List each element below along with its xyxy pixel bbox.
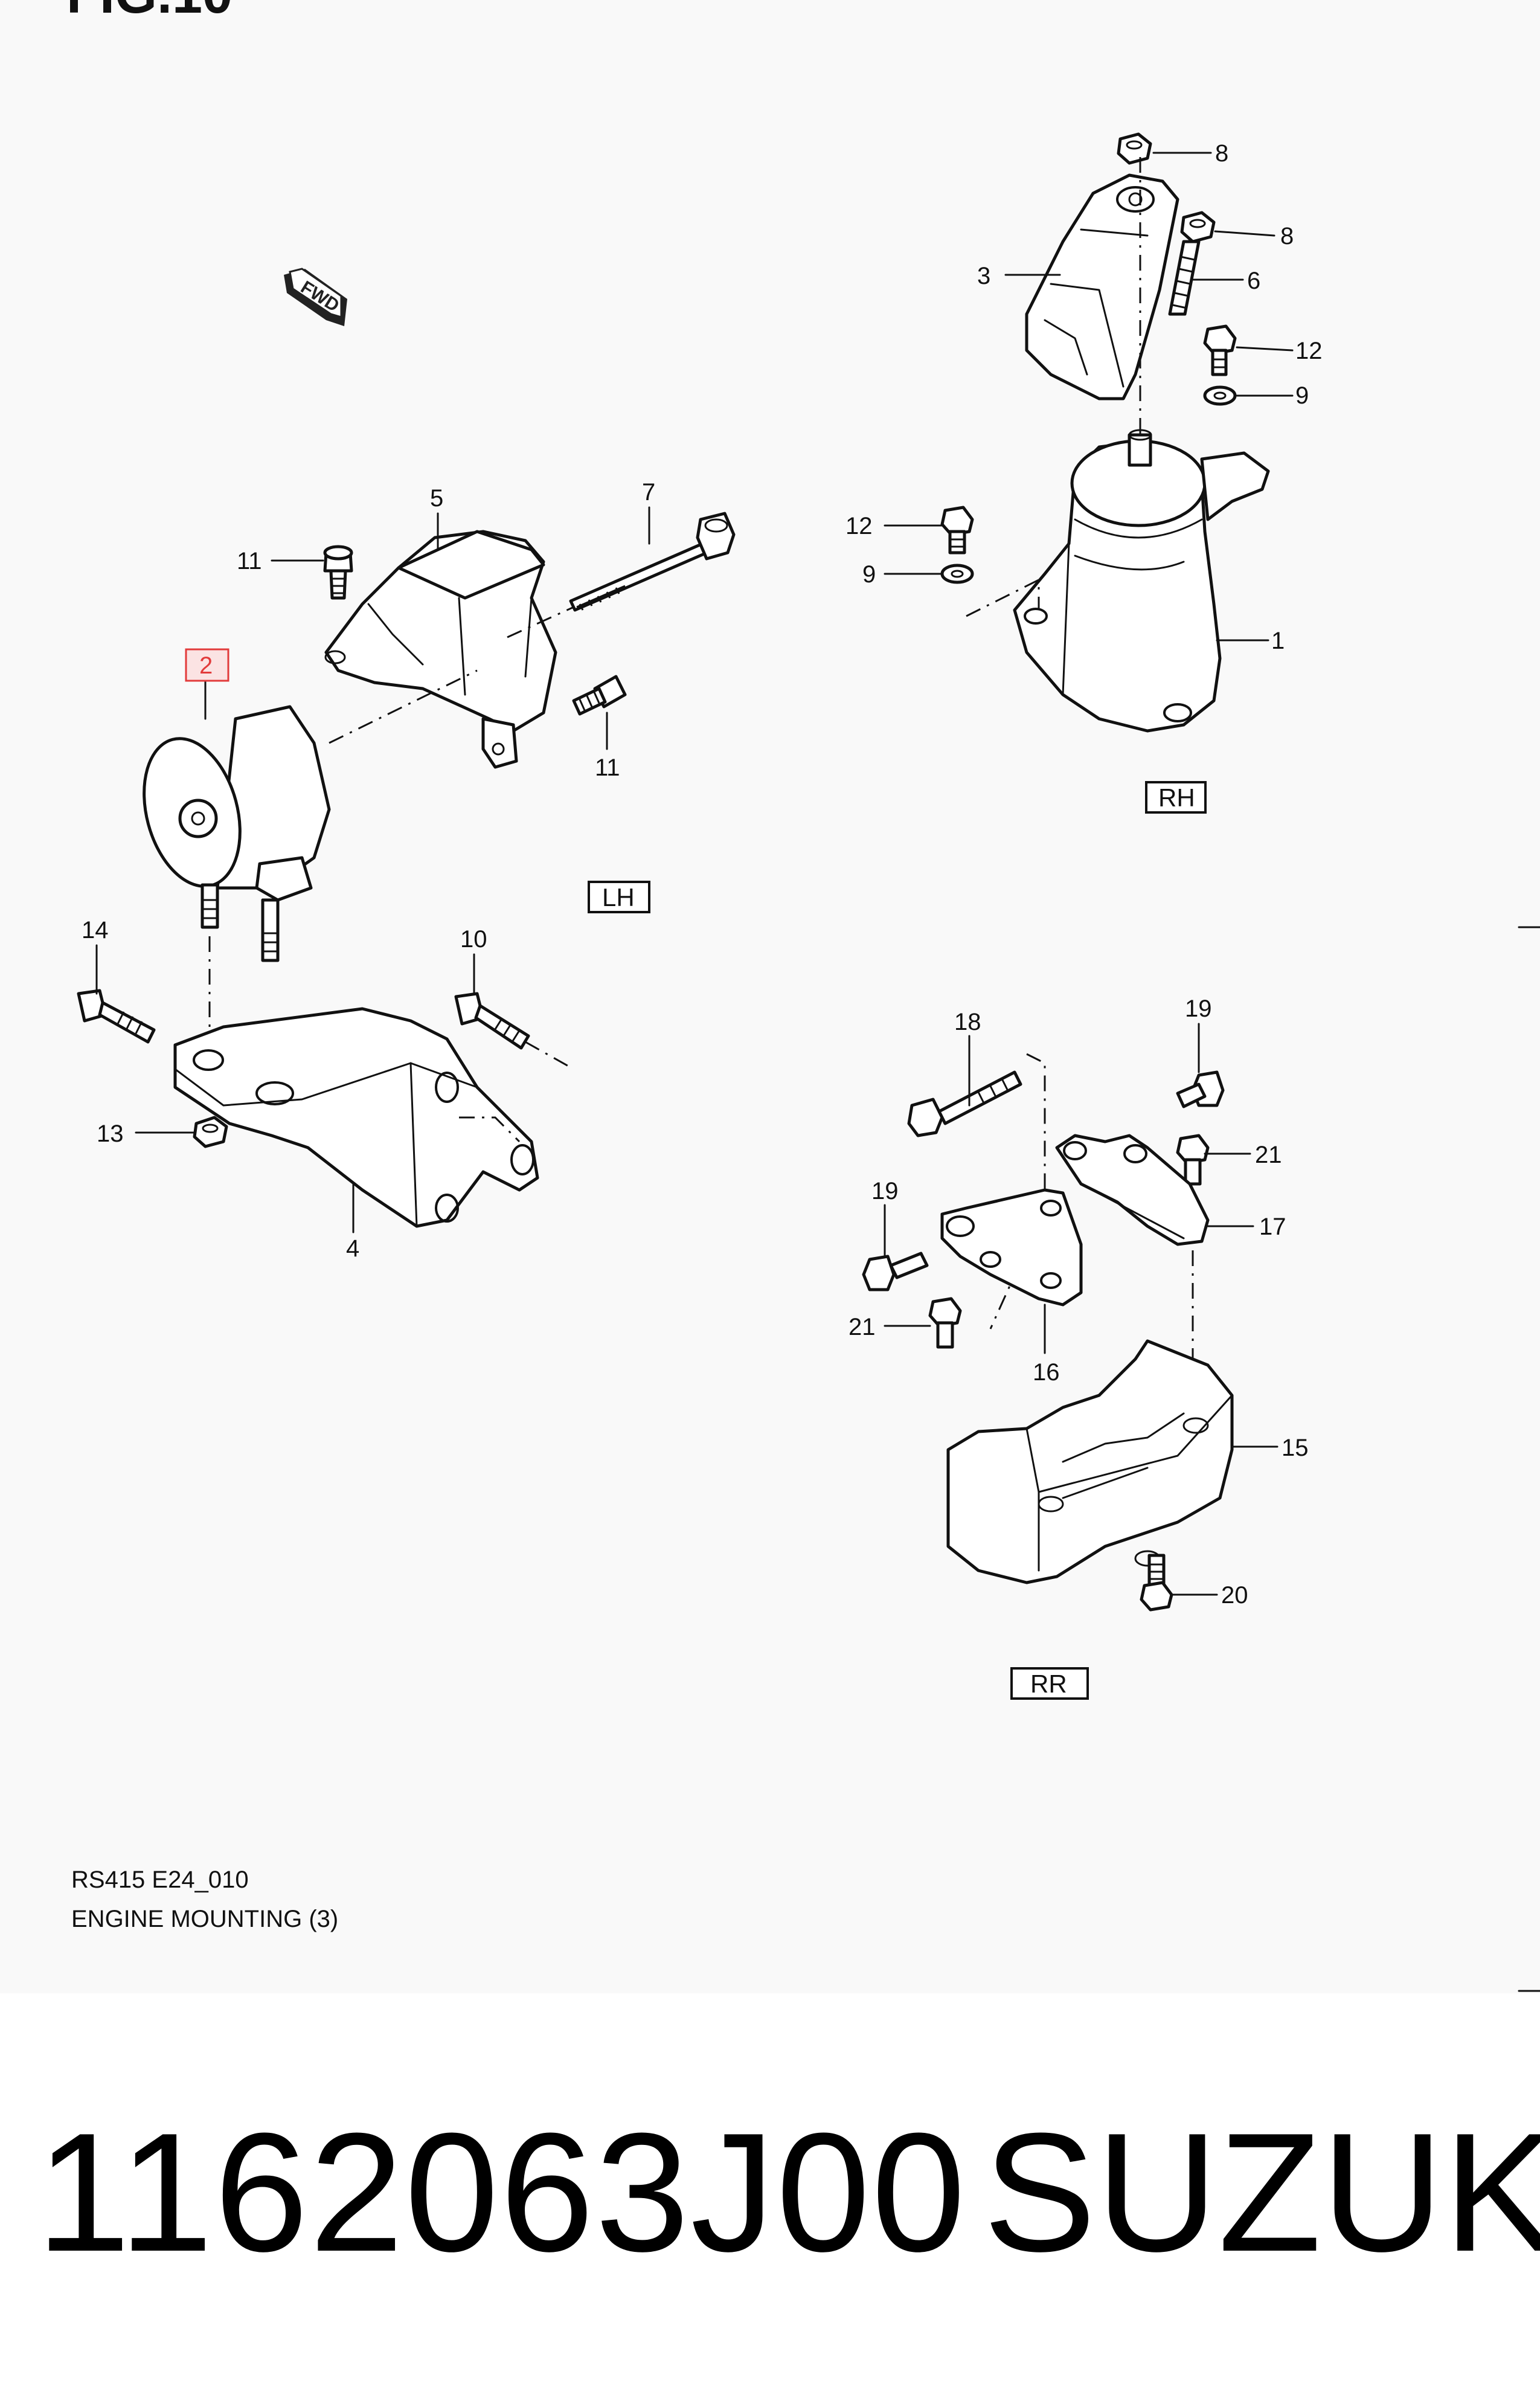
part-21-bolt-lower [928,1297,962,1349]
callout-11-upper: 11 [237,548,262,574]
callout-9-lh: 9 [862,561,876,588]
exploded-parts-diagram: FWD [77,132,1540,1992]
part-1-engine-mount [1013,429,1270,733]
callout-17: 17 [1259,1214,1286,1240]
figure-title: FIG.10 [66,0,233,26]
section-label-rh: RH [1145,781,1207,814]
section-label-lh: LH [588,881,650,913]
callout-7: 7 [642,479,655,506]
diagram-title: ENGINE MOUNTING (3) [71,1906,339,1932]
callout-14: 14 [82,917,109,944]
svg-text:RH: RH [1158,783,1195,812]
part-19-bolt-upper [1176,1070,1225,1108]
callout-8-top: 8 [1215,140,1228,167]
part-2-engine-mount [143,705,331,962]
part-8-nut-right [1180,211,1216,243]
callout-4: 4 [346,1235,359,1262]
callout-20: 20 [1221,1582,1248,1609]
diagram-code: RS415 E24_010 [71,1866,249,1893]
callout-10: 10 [460,926,487,953]
callout-18: 18 [954,1009,981,1035]
svg-text:LH: LH [602,883,635,911]
fwd-arrow-icon: FWD [284,268,347,326]
part-16-bracket [940,1188,1083,1307]
part-17-bracket [1055,1134,1210,1246]
callout-21-upper: 21 [1255,1142,1282,1168]
callout-19-lower: 19 [871,1178,899,1204]
callout-9-rh: 9 [1295,382,1309,409]
part-21-bolt-upper [1176,1134,1210,1186]
brand-name: SUZUKI [983,2098,1540,2287]
callout-15: 15 [1282,1435,1309,1461]
callout-11-lower: 11 [595,754,620,781]
callout-3: 3 [977,263,990,289]
callout-2: 2 [199,652,213,679]
part-19-bolt-lower [862,1252,929,1291]
svg-text:RR: RR [1030,1670,1067,1698]
part-13-nut [193,1116,228,1148]
part-12-bolt-rh [1203,324,1237,376]
part-3-bracket [1025,173,1179,400]
callout-leaders [95,152,1294,1596]
part-18-bolt [907,1070,1022,1137]
part-14-bolt [77,989,156,1044]
diagram-sheet: FIG.10 FWD [66,0,1540,1992]
part-11-bolt-upper [323,545,353,600]
part-12-bolt-lh [940,506,974,555]
part-9-washer-rh [1203,385,1237,406]
callout-12-lh: 12 [845,513,873,539]
part-11-bolt-lower [572,675,627,716]
callout-8-right: 8 [1280,223,1294,249]
callout-13: 13 [97,1120,124,1147]
part-10-bolt [454,992,530,1050]
callout-6: 6 [1247,268,1260,294]
callout-16: 16 [1033,1359,1060,1386]
callout-5: 5 [430,485,443,512]
callout-19-upper: 19 [1185,995,1212,1022]
part-15-member [946,1339,1234,1584]
part-5-bracket [324,530,557,769]
section-label-rr: RR [1010,1667,1089,1700]
part-20-bolt [1140,1554,1173,1612]
part-6-stud [1168,240,1201,316]
callout-21-lower: 21 [849,1314,876,1340]
part-8-nut-top [1117,132,1152,165]
part-9-washer-lh [940,564,974,584]
callout-1: 1 [1271,628,1285,654]
callout-12-rh: 12 [1295,338,1323,364]
callout-2-highlight-box [185,648,229,682]
part-4-bracket [173,1007,539,1228]
part-7-bolt [569,512,736,612]
part-number: 1162063J00 [36,2098,967,2287]
